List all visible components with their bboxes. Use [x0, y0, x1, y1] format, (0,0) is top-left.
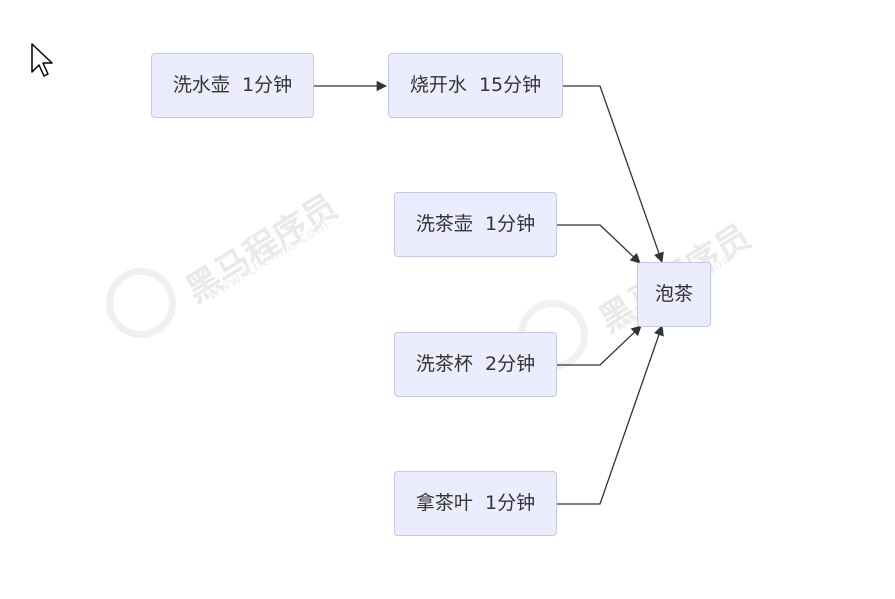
- node-wash-cups[interactable]: 洗茶杯 2分钟: [394, 332, 557, 397]
- edge-wash-cups-to-brew-tea: [556, 325, 642, 366]
- node-wash-teapot[interactable]: 洗茶壶 1分钟: [394, 192, 557, 257]
- edge-wash-teapot-to-brew-tea: [556, 224, 641, 264]
- node-wash-kettle[interactable]: 洗水壶 1分钟: [151, 53, 314, 118]
- edge-boil-water-to-brew-tea: [563, 85, 664, 263]
- node-get-tea[interactable]: 拿茶叶 1分钟: [394, 471, 557, 536]
- edge-get-tea-to-brew-tea: [556, 325, 664, 505]
- watermark-logo-icon: [106, 268, 176, 338]
- node-brew-tea[interactable]: 泡茶: [637, 262, 711, 327]
- node-boil-water[interactable]: 烧开水 15分钟: [388, 53, 563, 118]
- arrow-cursor-icon: [31, 43, 53, 77]
